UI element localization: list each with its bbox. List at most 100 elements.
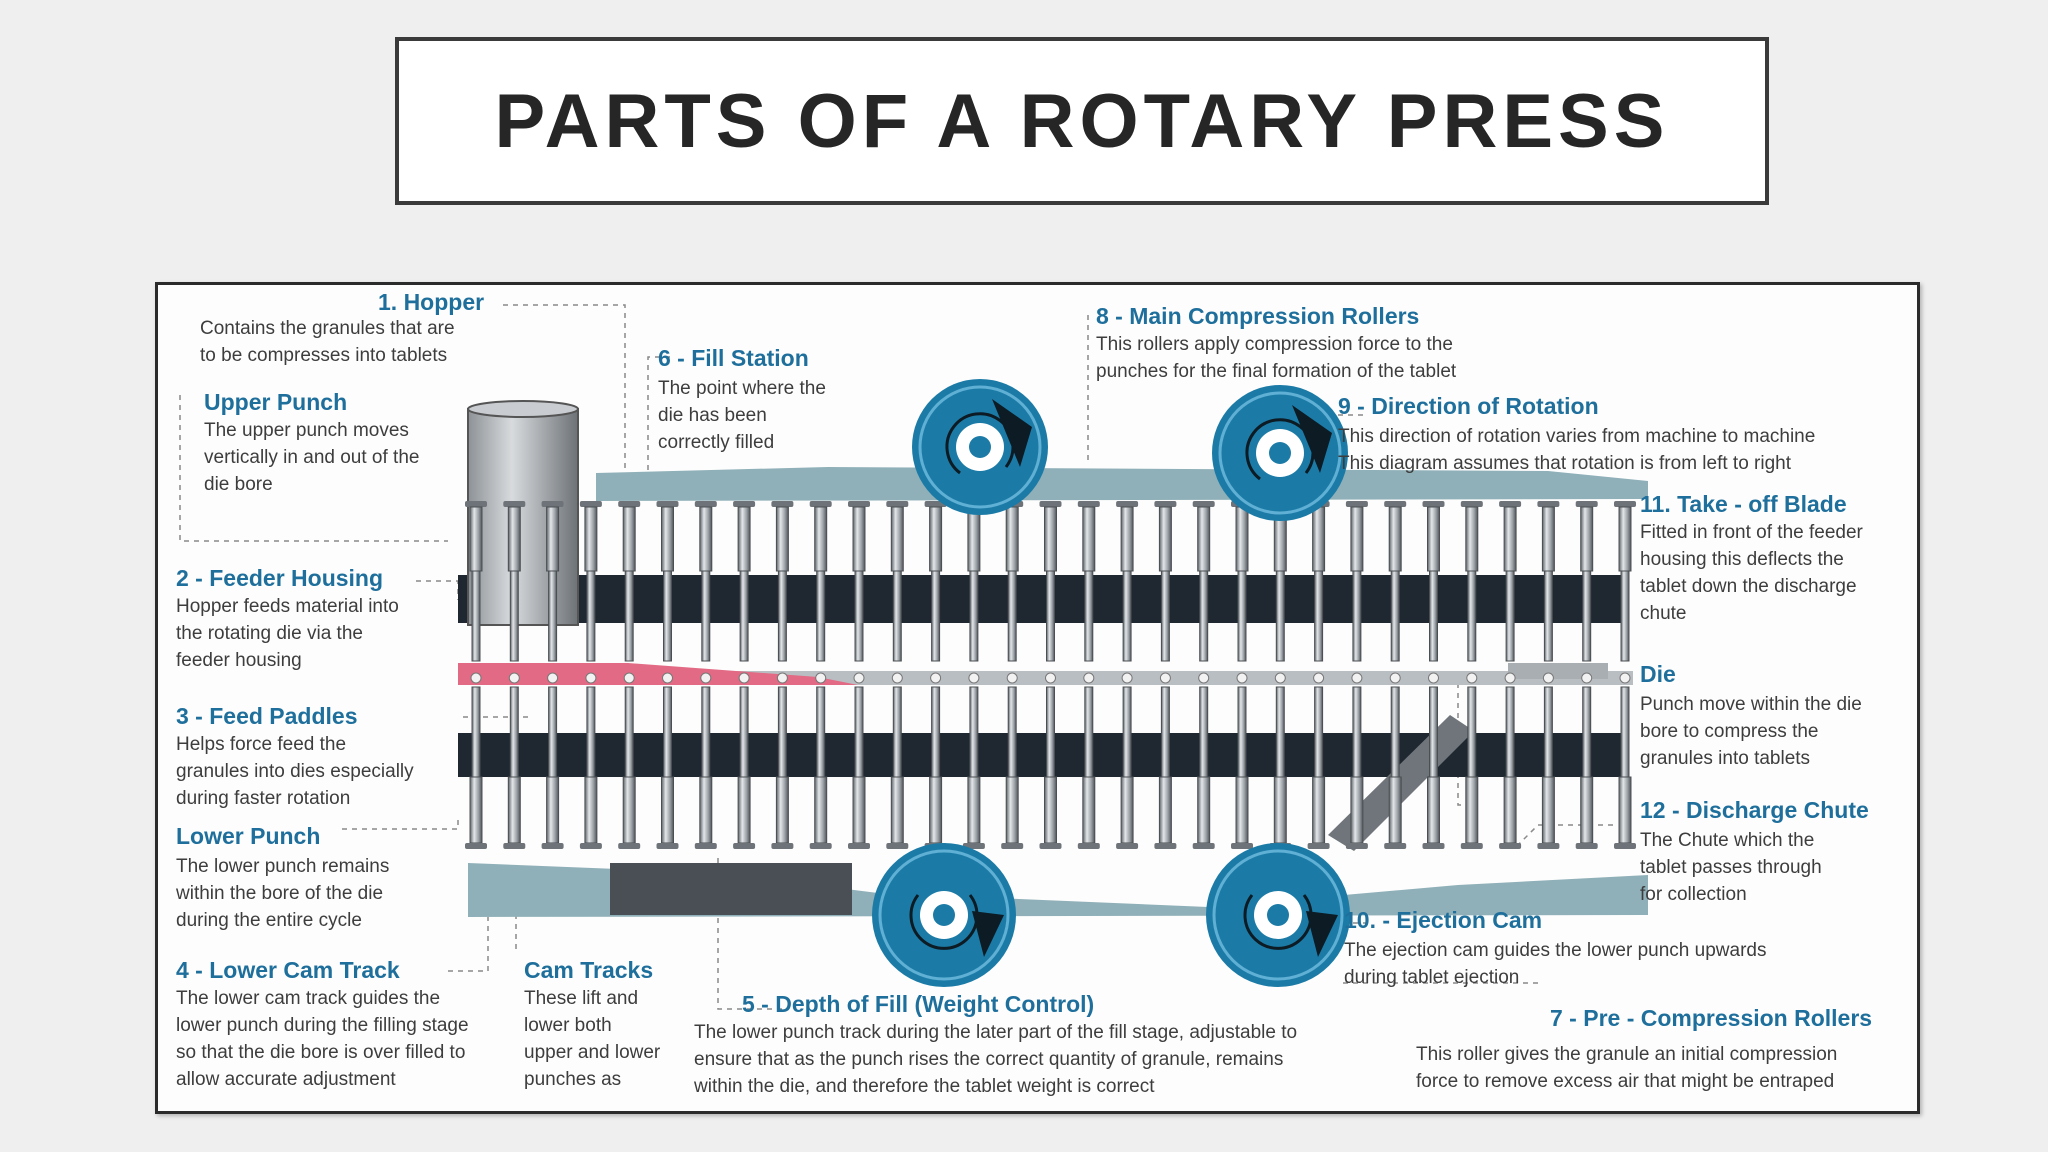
upper-punch [579,501,602,662]
lower-punch [1039,686,1062,849]
main-roller-upper [1212,385,1348,521]
die-bore [470,672,482,684]
upper-punch [1154,501,1177,662]
rotary-press-diagram [179,304,1648,1010]
discharge-chute-label: 12 - Discharge Chute [1640,797,1869,823]
die-bore [1428,672,1439,684]
die-bore [700,672,712,684]
direction-rotation-desc: This direction of rotation varies from m… [1338,426,1816,474]
die-bore [968,672,980,684]
punch-array [465,501,1636,849]
upper-punch [1192,501,1215,662]
die-bore [1121,672,1133,684]
die-bore [891,672,903,684]
upper-punch [694,501,717,662]
lower-punch-label: Lower Punch [176,823,321,849]
die-bore [585,672,597,684]
lower-punch [1422,686,1445,849]
lower-punch [771,686,794,849]
upper-punch-label: Upper Punch [204,389,348,415]
pre-compression-desc: This roller gives the granule an initial… [1416,1044,1838,1092]
upper-punch [1039,501,1062,662]
die-bore [662,672,673,684]
die-bore [738,672,750,684]
fill-station-label: 6 - Fill Station [658,345,809,371]
lower-punch [1001,686,1024,849]
lower-punch [1460,686,1483,849]
die-bore [815,672,827,684]
lower-cam-track-label: 4 - Lower Cam Track [176,957,400,983]
die-bore [930,672,942,684]
feed-paddles-label: 3 - Feed Paddles [176,703,358,729]
upper-punch [503,501,526,662]
upper-punch [771,501,794,662]
upper-punch [1460,501,1483,662]
lower-punch [1231,686,1253,849]
pre-roller-upper [912,379,1048,515]
feed-paddle-block [610,863,852,915]
take-off-blade-shape [1508,663,1608,679]
upper-punch [1614,501,1636,662]
lower-punch [1537,686,1560,849]
die-fill-area [458,663,858,685]
main-compression-desc: This rollers apply compression force to … [1096,334,1457,382]
upper-punch [733,501,756,662]
die-bore [1006,672,1018,684]
die-bore [853,672,865,684]
upper-punch [656,501,679,662]
upper-punch [618,501,641,662]
die-bore [1466,672,1478,684]
page-title: PARTS OF A ROTARY PRESS [494,78,1670,164]
title-box: PARTS OF A ROTARY PRESS [395,37,1769,205]
upper-punch [1077,501,1100,662]
upper-punch [1537,501,1560,662]
die-bore [1236,672,1248,684]
lower-punch [809,686,832,849]
die-bore [623,672,635,684]
lower-punch [1116,686,1139,849]
lower-punch [541,686,564,849]
lower-punch [656,686,679,849]
upper-punch [809,501,832,662]
cam-tracks-label: Cam Tracks [524,957,654,983]
take-off-blade-label: 11. Take - off Blade [1640,491,1847,517]
lower-punch [886,686,909,849]
die-bore [1619,672,1631,684]
hopper-shape [467,400,579,626]
feeder-housing-label: 2 - Feeder Housing [176,565,384,591]
upper-punch [1384,501,1407,662]
lower-punch [1077,686,1100,849]
lower-punch [694,686,717,849]
main-roller-lower [1206,843,1350,987]
upper-punch [1499,501,1522,662]
die-bore [1083,672,1095,684]
upper-cam-track [596,467,1648,501]
upper-punch [1575,501,1598,662]
die-bore [776,672,788,684]
die-bore [1542,672,1554,684]
die-bore [1313,672,1325,684]
die-bore [1389,672,1401,684]
rotary-press-figure: 1. Hopper Contains the granules that are… [155,282,1920,1114]
die-bore [547,672,559,684]
upper-punch [1422,501,1445,662]
ejection-cam-desc: The ejection cam guides the lower punch … [1344,940,1767,988]
hopper-label: 1. Hopper [378,289,485,315]
depth-of-fill-desc: The lower punch track during the later p… [694,1022,1298,1097]
lower-punch [1154,686,1177,849]
die-bore [1159,672,1171,684]
pre-compression-label: 7 - Pre - Compression Rollers [1550,1005,1873,1031]
die-bore [1351,672,1363,684]
lower-punch [465,686,487,849]
lower-punch [848,686,870,849]
lower-punch [1192,686,1215,849]
lower-punch [1614,686,1636,849]
depth-of-fill-label: 5 - Depth of Fill (Weight Control) [742,991,1095,1017]
